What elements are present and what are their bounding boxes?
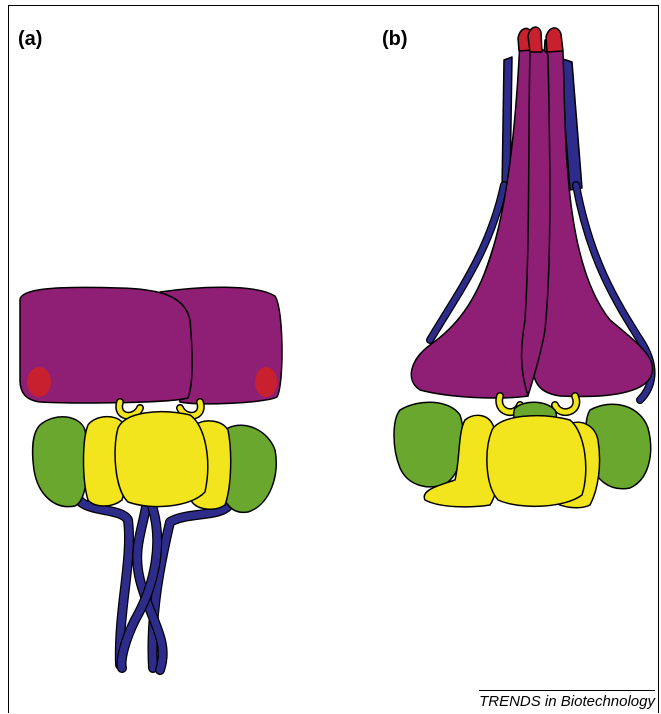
panel-a-yellow-domain-center <box>115 412 208 507</box>
panel-b-label: (b) <box>382 28 408 51</box>
panel-a-magenta-domain <box>20 287 282 404</box>
panel-a-red-spot-right <box>255 367 277 397</box>
panel-b-red-tip-2 <box>528 27 542 52</box>
panel-b <box>394 27 653 508</box>
panel-a-green-domain-left <box>33 417 88 507</box>
journal-credit: TRENDS in Biotechnology <box>479 690 655 710</box>
panel-b-red-tip-3 <box>546 28 563 52</box>
panel-b-magenta-domain <box>411 27 652 398</box>
panel-a <box>20 287 282 670</box>
panel-b-yellow-domain-center <box>487 416 586 507</box>
panel-a-label: (a) <box>18 28 42 51</box>
panel-a-red-spot-left <box>27 367 51 397</box>
panel-b-green-domain-left <box>394 402 464 487</box>
